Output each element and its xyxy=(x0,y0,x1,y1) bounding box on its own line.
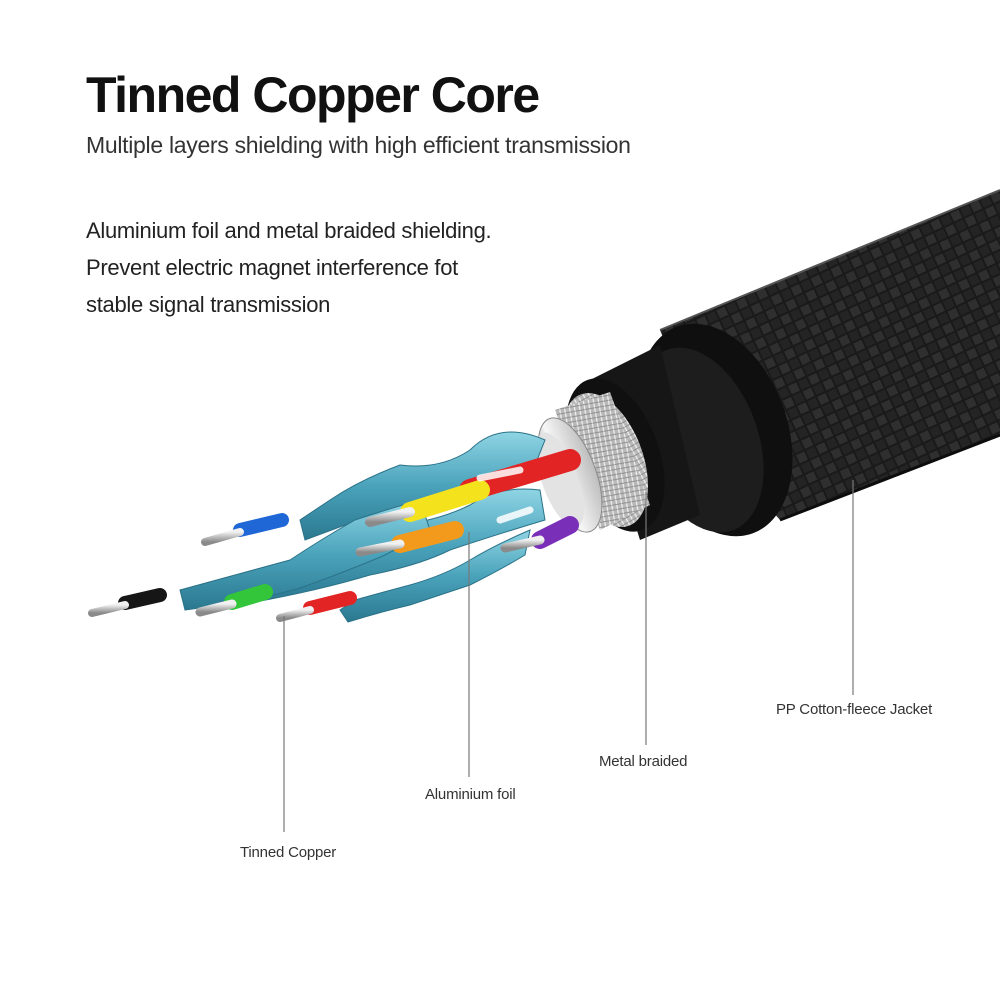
callout-aluminium-foil: Aluminium foil xyxy=(425,786,516,803)
callout-tinned-copper: Tinned Copper xyxy=(240,844,337,861)
callout-leaders xyxy=(283,480,854,832)
description-block: Aluminium foil and metal braided shieldi… xyxy=(86,212,492,323)
description-line: stable signal transmission xyxy=(86,292,331,317)
colored-conductors xyxy=(88,449,581,622)
callout-metal-braided: Metal braided xyxy=(599,753,688,770)
page-title: Tinned Copper Core xyxy=(86,67,540,123)
page-subtitle: Multiple layers shielding with high effi… xyxy=(86,132,631,158)
callout-jacket: PP Cotton-fleece Jacket xyxy=(776,701,933,718)
description-line: Prevent electric magnet interference fot xyxy=(86,255,458,280)
description-line: Aluminium foil and metal braided shieldi… xyxy=(86,218,492,243)
